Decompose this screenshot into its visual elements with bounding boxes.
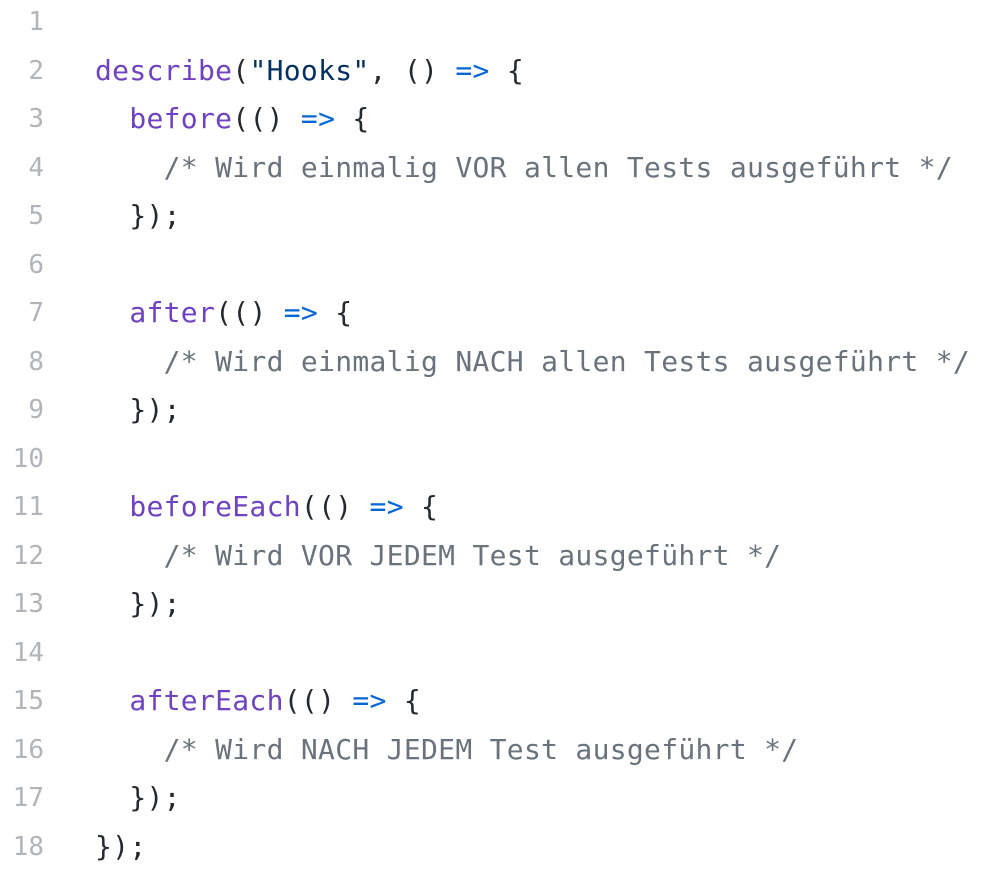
code-text: describe("Hooks", () => { bbox=[95, 53, 524, 87]
code-line: 3 before(() => { bbox=[0, 95, 1000, 144]
code-line: 9 }); bbox=[0, 386, 1000, 435]
code-token-fn: before bbox=[129, 102, 233, 135]
line-number: 8 bbox=[28, 346, 44, 377]
code-token-op: => bbox=[455, 53, 490, 87]
code-token-cmt: /* Wird einmalig VOR allen Tests ausgefü… bbox=[163, 150, 953, 184]
code-text: }); bbox=[95, 396, 181, 424]
code-token-op: => bbox=[283, 296, 319, 329]
code-line: 7 after(() => { bbox=[0, 289, 1000, 338]
code-line: 14 bbox=[0, 628, 1000, 677]
code-text: /* Wird einmalig NACH allen Tests ausgef… bbox=[95, 344, 971, 378]
code-token-cmt: /* Wird einmalig NACH allen Tests ausgef… bbox=[163, 344, 971, 378]
line-number: 3 bbox=[28, 104, 44, 134]
code-text: after(() => { bbox=[95, 299, 352, 327]
code-token-punc: { bbox=[335, 102, 370, 135]
code-text: }); bbox=[95, 784, 181, 812]
line-number: 14 bbox=[12, 637, 44, 668]
code-line: 1 bbox=[0, 0, 1000, 46]
line-number: 2 bbox=[28, 55, 44, 86]
code-token-punc bbox=[95, 490, 129, 523]
code-text: beforeEach(() => { bbox=[95, 493, 438, 521]
code-line: 15 afterEach(() => { bbox=[0, 677, 1000, 726]
code-token-punc bbox=[95, 684, 129, 717]
code-token-op: => bbox=[352, 684, 387, 717]
code-line: 8 /* Wird einmalig NACH allen Tests ausg… bbox=[0, 337, 1000, 386]
code-line: 4 /* Wird einmalig VOR allen Tests ausge… bbox=[0, 143, 1000, 192]
code-text: }); bbox=[95, 202, 181, 230]
code-token-punc: (() bbox=[215, 296, 284, 329]
code-token-op: => bbox=[369, 490, 404, 523]
code-token-punc bbox=[95, 151, 164, 184]
code-token-fn: afterEach bbox=[129, 684, 284, 717]
code-token-punc: (() bbox=[283, 684, 353, 717]
code-token-punc: (() bbox=[232, 102, 301, 135]
code-token-punc: { bbox=[386, 684, 422, 717]
code-text: }); bbox=[95, 590, 181, 618]
code-line: 17 }); bbox=[0, 774, 1000, 823]
line-number: 6 bbox=[28, 249, 44, 280]
code-token-op: => bbox=[300, 102, 336, 135]
code-token-fn: beforeEach bbox=[129, 490, 301, 523]
code-line: 5 }); bbox=[0, 192, 1000, 241]
code-token-punc bbox=[95, 345, 164, 378]
code-line: 11 beforeEach(() => { bbox=[0, 483, 1000, 532]
code-line: 16 /* Wird NACH JEDEM Test ausgeführt */ bbox=[0, 725, 1000, 774]
line-number: 17 bbox=[12, 783, 44, 813]
line-number: 16 bbox=[12, 734, 44, 765]
code-token-cmt: /* Wird NACH JEDEM Test ausgeführt */ bbox=[163, 732, 799, 766]
code-line: 12 /* Wird VOR JEDEM Test ausgeführt */ bbox=[0, 531, 1000, 580]
code-token-punc bbox=[95, 102, 129, 135]
code-token-fn: after bbox=[129, 296, 216, 329]
code-text: /* Wird einmalig VOR allen Tests ausgefü… bbox=[95, 150, 953, 184]
line-number: 15 bbox=[12, 686, 44, 716]
code-line: 13 }); bbox=[0, 580, 1000, 629]
code-token-punc: { bbox=[489, 53, 524, 87]
code-text: before(() => { bbox=[95, 105, 370, 133]
line-number: 4 bbox=[28, 152, 44, 183]
code-line: 2 describe("Hooks", () => { bbox=[0, 46, 1000, 95]
line-number: 18 bbox=[12, 831, 44, 862]
code-token-punc: }); bbox=[95, 781, 181, 814]
code-token-punc: (() bbox=[300, 490, 370, 523]
code-text: /* Wird NACH JEDEM Test ausgeführt */ bbox=[95, 732, 799, 766]
line-number: 11 bbox=[12, 492, 44, 522]
code-line: 10 bbox=[0, 434, 1000, 483]
code-token-punc bbox=[95, 296, 129, 329]
code-token-punc: }); bbox=[95, 199, 181, 232]
code-token-fn: describe bbox=[95, 53, 233, 87]
line-number: 9 bbox=[28, 395, 44, 425]
line-number: 1 bbox=[28, 7, 44, 37]
code-token-punc: { bbox=[403, 490, 439, 523]
code-token-punc: , () bbox=[369, 53, 456, 87]
code-token-str: "Hooks" bbox=[249, 53, 370, 87]
code-token-punc: }); bbox=[95, 829, 147, 863]
code-token-punc: ( bbox=[232, 53, 250, 87]
line-number: 13 bbox=[12, 589, 44, 619]
code-text: }); bbox=[95, 829, 147, 863]
line-number: 7 bbox=[28, 298, 44, 328]
code-token-punc: { bbox=[318, 296, 353, 329]
code-token-punc bbox=[95, 733, 164, 766]
code-token-punc: }); bbox=[95, 587, 181, 620]
code-token-punc: }); bbox=[95, 393, 181, 426]
code-line: 18}); bbox=[0, 822, 1000, 871]
line-number: 5 bbox=[28, 201, 44, 231]
code-token-punc bbox=[95, 539, 164, 572]
line-number: 12 bbox=[12, 540, 44, 571]
code-token-cmt: /* Wird VOR JEDEM Test ausgeführt */ bbox=[163, 538, 782, 572]
code-text: /* Wird VOR JEDEM Test ausgeführt */ bbox=[95, 538, 782, 572]
code-text: afterEach(() => { bbox=[95, 687, 421, 715]
code-line: 6 bbox=[0, 240, 1000, 289]
line-number: 10 bbox=[12, 443, 44, 474]
